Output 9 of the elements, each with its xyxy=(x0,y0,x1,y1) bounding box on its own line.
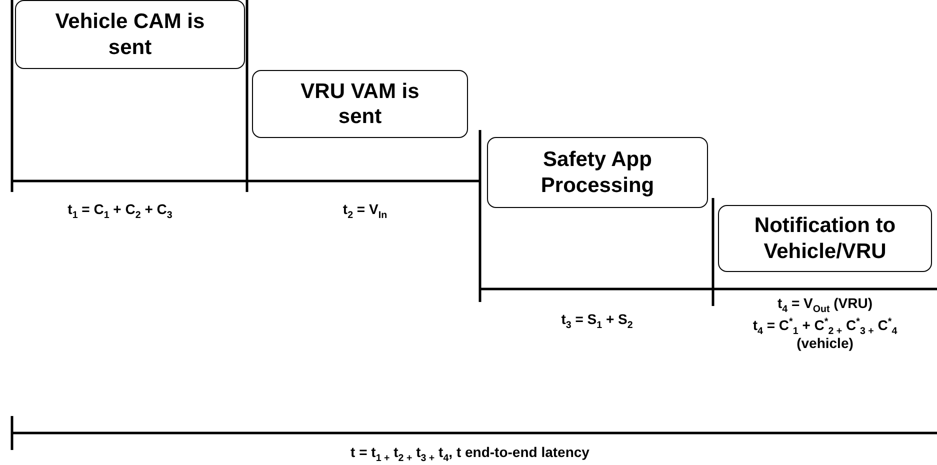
process-box: VRU VAM is sent xyxy=(252,70,468,138)
process-box: Vehicle CAM is sent xyxy=(15,0,245,69)
process-box: Notification to Vehicle/VRU xyxy=(718,205,932,272)
formula-label: t$_{1}$ = C$_{1}$ + C$_{2}$ + C$_{3}$ xyxy=(66,200,174,218)
formula-label: t$_{4}$ = V$_{Out}$ (VRU) xyxy=(776,294,874,312)
formula-label: t = t$_{1 +}$ t$_{2 +}$ t$_{3 +}$ t$_{4}$, t end-to-end latency xyxy=(350,443,590,462)
formula-label: t$_{3}$ = S$_{1}$ + S$_{2}$ xyxy=(560,310,634,328)
formula-label: t$_{2}$ = V$_{In}$ xyxy=(342,200,388,218)
process-box: Safety App Processing xyxy=(487,137,708,208)
